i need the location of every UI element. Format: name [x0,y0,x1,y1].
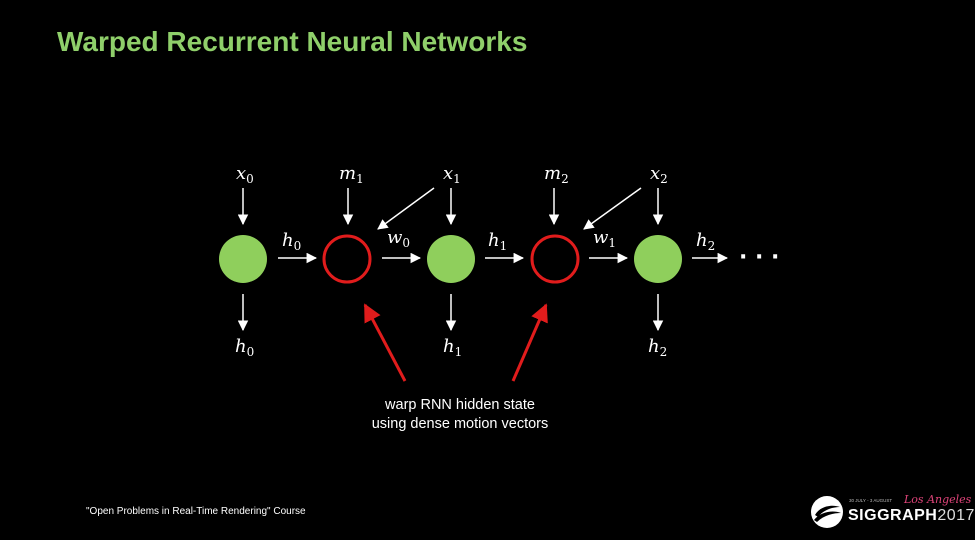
label-state-w1: w1 [593,227,616,250]
logo-siggraph-text: SIGGRAPH [848,507,938,524]
annotation-line-1: warp RNN hidden state [385,397,535,413]
annotation-line-2: using dense motion vectors [371,416,549,432]
logo-wordmark: SIGGRAPH2017 [848,507,975,525]
arrow-diag-x1-warp1 [377,187,435,230]
label-state-w0: w0 [387,227,410,250]
label-input-x2: x2 [650,163,668,186]
warp-cell-2 [530,234,580,284]
label-input-m2: m2 [544,163,569,186]
warp-cell-1 [322,234,372,284]
course-footer: "Open Problems in Real-Time Rendering" C… [86,506,306,517]
logo-year: 2017 [937,507,975,524]
label-input-x1: x1 [443,163,461,186]
label-input-x0: x0 [236,163,254,186]
label-input-m1: m1 [339,163,364,186]
label-state-h2: h2 [696,230,715,253]
arrow-diag-x2-warp2 [583,187,642,230]
rnn-cell-1 [427,235,475,283]
label-output-h1: h1 [443,336,462,359]
siggraph-logo: 30 JULY - 3 AUGUST Los Angeles SIGGRAPH2… [810,493,974,533]
label-state-h1: h1 [488,230,507,253]
siggraph-logo-icon [811,496,843,528]
label-output-h0: h0 [235,336,254,359]
rnn-cell-0 [219,235,267,283]
logo-dates: 30 JULY - 3 AUGUST [849,498,893,503]
label-output-h2: h2 [648,336,667,359]
red-pointer-warp1 [363,303,407,382]
ellipsis: · · · [739,245,779,270]
red-pointer-warp2 [511,303,548,382]
slide-title: Warped Recurrent Neural Networks [57,26,528,57]
label-state-h0: h0 [282,230,301,253]
logo-city: Los Angeles [904,493,972,506]
warp-annotation: warp RNN hidden state using dense motion… [330,396,590,434]
rnn-cell-2 [634,235,682,283]
